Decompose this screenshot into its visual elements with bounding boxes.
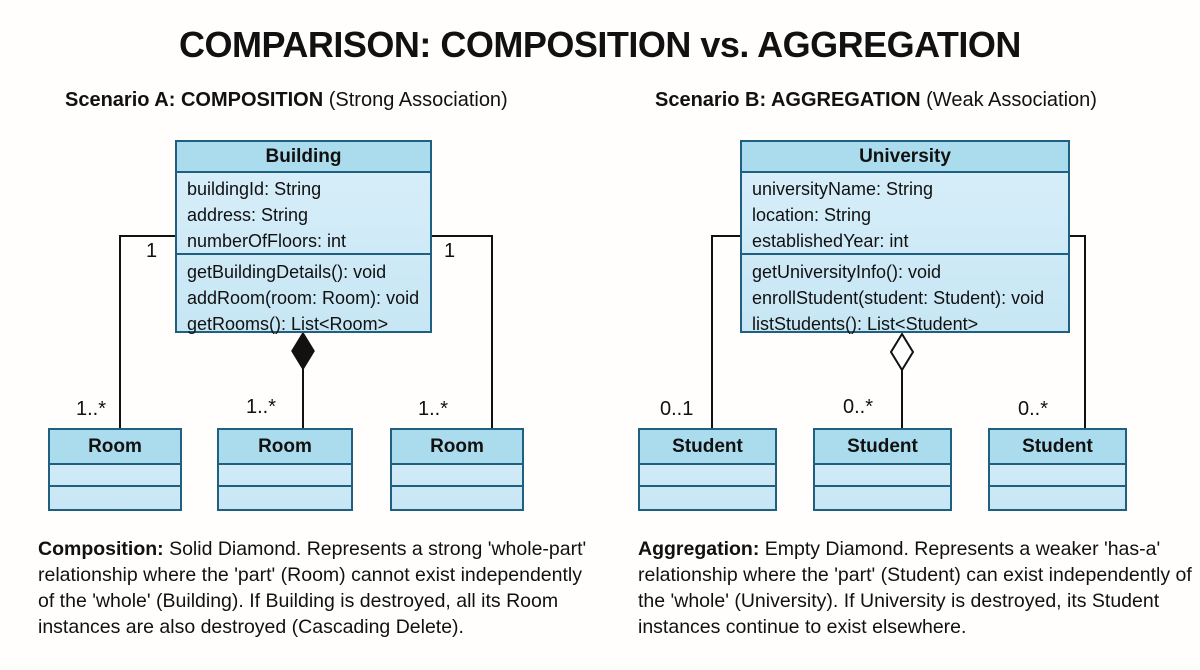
room-class-box: Room — [48, 428, 182, 511]
multiplicity-label: 1..* — [246, 396, 277, 418]
method: getUniversityInfo(): void — [752, 262, 942, 282]
empty-compartment — [815, 487, 950, 509]
composition-note: Composition: Solid Diamond. Represents a… — [38, 536, 600, 640]
attribute: address: String — [187, 205, 309, 225]
page-title: COMPARISON: COMPOSITION vs. AGGREGATION — [179, 24, 1021, 65]
student-class-box: Student — [988, 428, 1127, 511]
attribute: establishedYear: int — [752, 231, 909, 251]
empty-compartment — [990, 487, 1125, 509]
method: getBuildingDetails(): void — [187, 262, 387, 282]
empty-compartment — [392, 465, 522, 487]
class-name: Room — [392, 430, 522, 465]
composition-note-lead: Composition: — [38, 538, 164, 560]
attribute: location: String — [752, 205, 872, 225]
class-methods: getBuildingDetails(): void addRoom(room:… — [177, 255, 430, 337]
student-class-box: Student — [813, 428, 952, 511]
attribute: universityName: String — [752, 179, 934, 199]
scenario-a-heading-rest: (Strong Association) — [323, 89, 508, 111]
class-name: University — [742, 142, 1068, 173]
attribute: numberOfFloors: int — [187, 231, 347, 251]
student-class-box: Student — [638, 428, 777, 511]
aggregation-empty-diamond-icon — [889, 332, 915, 372]
empty-compartment — [640, 487, 775, 509]
university-class-box: University universityName: String locati… — [740, 140, 1070, 334]
empty-compartment — [990, 465, 1125, 487]
aggregation-note-body: Empty Diamond. Represents a weaker 'has-… — [638, 538, 1192, 638]
multiplicity-label: 1..* — [418, 398, 449, 420]
scenario-b-heading-rest: (Weak Association) — [920, 89, 1097, 111]
class-name: Student — [640, 430, 775, 465]
class-name: Room — [219, 430, 351, 465]
composition-solid-diamond-icon — [291, 331, 315, 371]
building-class-box: Building buildingId: String address: Str… — [175, 140, 432, 334]
multiplicity-label: 0..1 — [660, 398, 694, 420]
method: getRooms(): List<Room> — [187, 314, 389, 334]
composition-connector-left — [119, 235, 175, 428]
multiplicity-label: 1..* — [76, 398, 107, 420]
multiplicity-label: 1 — [444, 240, 456, 262]
class-attributes: universityName: String location: String … — [742, 173, 1068, 255]
aggregation-note-lead: Aggregation: — [638, 538, 760, 560]
class-name: Building — [177, 142, 430, 173]
class-name: Room — [50, 430, 180, 465]
scenario-b-heading: Scenario B: AGGREGATION (Weak Associatio… — [655, 89, 1097, 112]
empty-compartment — [219, 487, 351, 509]
empty-compartment — [219, 465, 351, 487]
scenario-a-heading: Scenario A: COMPOSITION (Strong Associat… — [65, 89, 508, 112]
empty-compartment — [392, 487, 522, 509]
scenario-a-heading-bold: Scenario A: COMPOSITION — [65, 89, 324, 111]
composition-connector-right — [432, 235, 493, 428]
empty-compartment — [50, 465, 180, 487]
class-attributes: buildingId: String address: String numbe… — [177, 173, 430, 255]
aggregation-connector-right — [1070, 235, 1086, 428]
class-methods: getUniversityInfo(): void enrollStudent(… — [742, 255, 1068, 337]
room-class-box: Room — [217, 428, 353, 511]
multiplicity-label: 1 — [146, 240, 158, 262]
method: enrollStudent(student: Student): void — [752, 288, 1045, 308]
empty-compartment — [815, 465, 950, 487]
empty-compartment — [50, 487, 180, 509]
class-name: Student — [815, 430, 950, 465]
method: addRoom(room: Room): void — [187, 288, 420, 308]
composition-note-body: Solid Diamond. Represents a strong 'whol… — [38, 538, 587, 638]
method: listStudents(): List<Student> — [752, 314, 979, 334]
multiplicity-label: 0..* — [1018, 398, 1049, 420]
aggregation-note: Aggregation: Empty Diamond. Represents a… — [638, 536, 1200, 640]
empty-compartment — [640, 465, 775, 487]
multiplicity-label: 0..* — [843, 396, 874, 418]
room-class-box: Room — [390, 428, 524, 511]
scenario-b-heading-bold: Scenario B: AGGREGATION — [655, 89, 921, 111]
attribute: buildingId: String — [187, 179, 322, 199]
class-name: Student — [990, 430, 1125, 465]
aggregation-connector-left — [711, 235, 740, 428]
